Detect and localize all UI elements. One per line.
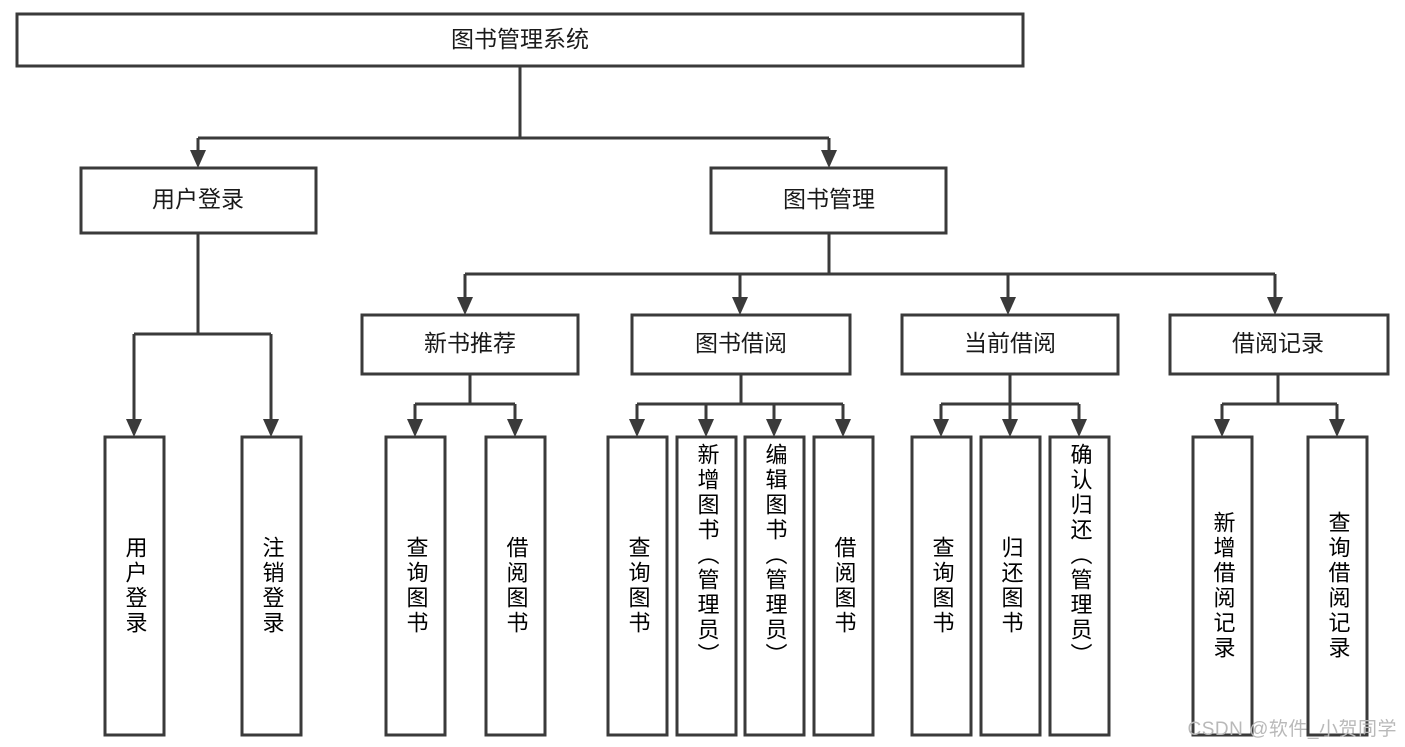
- node-leaf-borrow-book-1[interactable]: [484, 435, 547, 737]
- node-leaf-query-book-1-box[interactable]: [384, 435, 447, 737]
- node-leaf-borrow-book-2[interactable]: [812, 435, 875, 737]
- node-leaf-borrow-book-1-box[interactable]: [484, 435, 547, 737]
- node-new-book-rec[interactable]: 新书推荐: [360, 313, 580, 376]
- leaf-query-book-1-label-wrap: 查询图书: [403, 536, 429, 636]
- node-leaf-logout-label: 注销登录: [259, 536, 285, 636]
- arrow-to-leaf-query-book-3: [933, 419, 949, 437]
- node-leaf-query-book-2-box[interactable]: [606, 435, 669, 737]
- arrow-to-leaf-user-login: [126, 419, 142, 437]
- node-leaf-edit-book-box[interactable]: [743, 435, 806, 737]
- leaf-logout-label-wrap: 注销登录: [259, 536, 285, 636]
- node-leaf-edit-book-label: 编辑图书（管理员）: [762, 443, 788, 668]
- node-root-label: 图书管理系统: [451, 26, 589, 52]
- node-leaf-query-record-label: 查询借阅记录: [1325, 511, 1351, 661]
- leaf-add-record-label-wrap: 新增借阅记录: [1210, 511, 1236, 661]
- node-borrow-record-label: 借阅记录: [1232, 330, 1324, 356]
- node-leaf-user-login-box[interactable]: [103, 435, 166, 737]
- node-leaf-query-book-3-box[interactable]: [910, 435, 973, 737]
- arrow-to-leaf-add-record: [1214, 419, 1230, 437]
- node-leaf-confirm-return-box[interactable]: [1048, 435, 1111, 737]
- leaf-user-login-label-wrap: 用户登录: [122, 536, 148, 636]
- node-leaf-query-book-1[interactable]: [384, 435, 447, 737]
- node-leaf-add-record[interactable]: [1191, 435, 1254, 737]
- node-leaf-borrow-book-2-box[interactable]: [812, 435, 875, 737]
- node-leaf-borrow-book-2-label: 借阅图书: [831, 536, 857, 636]
- arrow-to-leaf-query-book-1: [407, 419, 423, 437]
- arrow-to-leaf-query-book-2: [629, 419, 645, 437]
- node-new-book-rec-box[interactable]: [360, 313, 580, 376]
- node-root-box[interactable]: [15, 12, 1025, 68]
- node-root[interactable]: 图书管理系统: [15, 12, 1025, 68]
- node-book-manage-box[interactable]: [709, 166, 948, 235]
- node-leaf-add-book-box[interactable]: [675, 435, 738, 737]
- node-borrow-record-box[interactable]: [1168, 313, 1390, 376]
- node-leaf-add-record-box[interactable]: [1191, 435, 1254, 737]
- node-user-login[interactable]: 用户登录: [79, 166, 318, 235]
- leaf-query-record-label-wrap: 查询借阅记录: [1325, 511, 1351, 661]
- node-leaf-query-record[interactable]: [1306, 435, 1369, 737]
- arrow-to-user-login: [190, 150, 206, 168]
- node-current-borrow[interactable]: 当前借阅: [900, 313, 1120, 376]
- leaf-confirm-return-label-wrap: 确认归还（管理员）: [1067, 443, 1093, 668]
- node-leaf-logout[interactable]: [240, 435, 303, 737]
- arrow-to-current-borrow: [1000, 297, 1016, 315]
- arrow-to-leaf-logout: [263, 419, 279, 437]
- leaf-return-book-label-wrap: 归还图书: [998, 536, 1024, 636]
- node-leaf-confirm-return[interactable]: [1048, 435, 1111, 737]
- arrow-to-book-borrow: [732, 297, 748, 315]
- arrow-to-leaf-edit-book: [766, 419, 782, 437]
- leaf-edit-book-label-wrap: 编辑图书（管理员）: [762, 443, 788, 668]
- node-user-login-label: 用户登录: [152, 186, 244, 212]
- node-leaf-add-book[interactable]: [675, 435, 738, 737]
- node-leaf-user-login-label: 用户登录: [122, 536, 148, 636]
- leaf-add-book-label-wrap: 新增图书（管理员）: [694, 443, 720, 668]
- node-user-login-box[interactable]: [79, 166, 318, 235]
- arrow-to-leaf-return-book: [1002, 419, 1018, 437]
- csdn-watermark: CSDN @软件_小贺同学: [1187, 719, 1397, 740]
- leaf-borrow-book-2-label-wrap: 借阅图书: [831, 536, 857, 636]
- node-leaf-add-book-label: 新增图书（管理员）: [694, 443, 720, 668]
- arrow-to-leaf-add-book: [698, 419, 714, 437]
- node-leaf-query-book-2[interactable]: [606, 435, 669, 737]
- node-current-borrow-box[interactable]: [900, 313, 1120, 376]
- node-book-borrow-box[interactable]: [630, 313, 852, 376]
- node-book-borrow-label: 图书借阅: [695, 330, 787, 356]
- node-leaf-borrow-book-1-label: 借阅图书: [503, 536, 529, 636]
- node-leaf-logout-box[interactable]: [240, 435, 303, 737]
- arrow-to-leaf-borrow-book-2: [835, 419, 851, 437]
- node-leaf-query-book-2-label: 查询图书: [625, 536, 651, 636]
- node-leaf-query-book-1-label: 查询图书: [403, 536, 429, 636]
- leaf-query-book-2-label-wrap: 查询图书: [625, 536, 651, 636]
- arrow-to-borrow-record: [1267, 297, 1283, 315]
- node-leaf-query-book-3-label: 查询图书: [929, 536, 955, 636]
- arrow-to-leaf-borrow-book-1: [507, 419, 523, 437]
- node-leaf-return-book[interactable]: [979, 435, 1042, 737]
- node-leaf-user-login[interactable]: [103, 435, 166, 737]
- node-leaf-add-record-label: 新增借阅记录: [1210, 511, 1236, 661]
- node-book-manage[interactable]: 图书管理: [709, 166, 948, 235]
- node-leaf-query-book-3[interactable]: [910, 435, 973, 737]
- arrow-to-book-manage: [821, 150, 837, 168]
- node-leaf-edit-book[interactable]: [743, 435, 806, 737]
- node-leaf-return-book-label: 归还图书: [998, 536, 1024, 636]
- node-leaf-query-record-box[interactable]: [1306, 435, 1369, 737]
- leaf-query-book-3-label-wrap: 查询图书: [929, 536, 955, 636]
- edge-group: [126, 66, 1345, 437]
- arrow-to-leaf-confirm-return: [1071, 419, 1087, 437]
- arrow-to-leaf-query-record: [1329, 419, 1345, 437]
- node-borrow-record[interactable]: 借阅记录: [1168, 313, 1390, 376]
- node-current-borrow-label: 当前借阅: [964, 330, 1056, 356]
- node-book-manage-label: 图书管理: [783, 186, 875, 212]
- node-new-book-rec-label: 新书推荐: [424, 330, 516, 356]
- arrow-to-new-book-rec: [457, 297, 473, 315]
- node-book-borrow[interactable]: 图书借阅: [630, 313, 852, 376]
- leaf-borrow-book-1-label-wrap: 借阅图书: [503, 536, 529, 636]
- node-leaf-confirm-return-label: 确认归还（管理员）: [1067, 443, 1093, 668]
- node-leaf-return-book-box[interactable]: [979, 435, 1042, 737]
